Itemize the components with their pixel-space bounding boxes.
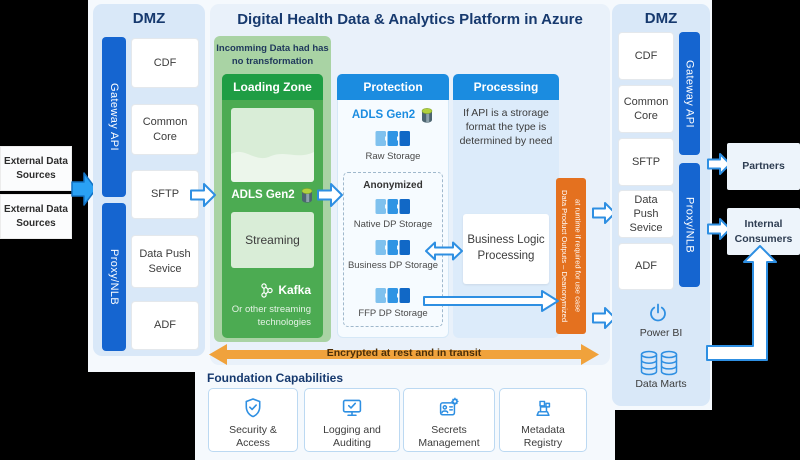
foundation-box-secrets: Secrets Management — [403, 388, 495, 452]
wave-icon — [231, 151, 314, 182]
dmz-left-box-adf: ADF — [131, 301, 199, 350]
data-product-outputs-bar: Data Product Outputs – Deanonymized at r… — [556, 178, 586, 334]
gateway-api-bar-right: Gateway API — [679, 32, 700, 155]
loading-zone-note: Incomming Data had has no transformation — [216, 43, 329, 67]
native-dp-storage-label: Native DP Storage — [353, 219, 433, 230]
external-data-source-label: External Data Sources — [4, 203, 68, 229]
dmz-right-box-adf: ADF — [618, 243, 674, 290]
adls-gen2-label: ADLS Gen2 — [351, 109, 416, 121]
foundation-box-metadata: Metadata Registry — [499, 388, 587, 452]
kafka-label: Kafka — [278, 283, 311, 297]
dmz-left-box-cdf: CDF — [131, 38, 199, 88]
flow-arrow-outputs-to-dmz-top — [592, 202, 616, 224]
power-bi-label: Power BI — [639, 327, 683, 339]
monitor-check-icon — [342, 399, 362, 417]
double-arrow-protection-processing — [425, 241, 463, 261]
data-marts-label: Data Marts — [635, 378, 687, 390]
data-marts-icon — [640, 350, 678, 376]
adls-gen2-row-protection: ADLS Gen2 — [337, 106, 449, 124]
page-title: Digital Health Data & Analytics Platform… — [237, 11, 583, 28]
encryption-arrow — [209, 344, 599, 365]
flow-arrow-outputs-to-powerbi — [592, 307, 616, 329]
kafka-row: Kafka — [222, 281, 317, 299]
streaming-box: Streaming — [231, 212, 314, 268]
foundation-label: Metadata Registry — [521, 423, 565, 450]
business-logic-box: Business Logic Processing — [463, 214, 549, 284]
storage-icon — [375, 199, 410, 214]
business-dp-storage-label: Business DP Storage — [347, 260, 439, 271]
flow-arrow-to-partners — [707, 153, 731, 175]
foundation-title: Foundation Capabilities — [207, 371, 344, 385]
anonymized-label: Anonymized — [363, 180, 423, 191]
foundation-label: Security & Access — [229, 423, 277, 450]
ffp-dp-storage-label: FFP DP Storage — [358, 308, 428, 319]
adls-gen2-label: ADLS Gen2 — [231, 189, 295, 201]
partners-box: Partners — [727, 143, 800, 190]
flow-arrow-dmz-to-platform — [190, 183, 216, 207]
foundation-label: Secrets Management — [418, 423, 480, 450]
proxy-nlb-bar-right: Proxy/NLB — [679, 163, 700, 287]
dmz-right-box-cdf: CDF — [618, 32, 674, 80]
proxy-nlb-bar-left: Proxy/NLB — [102, 203, 126, 351]
data-product-outputs-text: Data Product Outputs – Deanonymized at r… — [560, 189, 583, 323]
storage-icon — [375, 240, 410, 255]
external-data-source-box-1: External Data Sources — [0, 146, 72, 191]
flow-arrow-to-internal — [707, 218, 731, 240]
proxy-nlb-label: Proxy/NLB — [108, 248, 120, 306]
external-data-source-box-2: External Data Sources — [0, 194, 72, 239]
shield-check-icon — [245, 398, 261, 418]
power-icon — [650, 303, 666, 322]
database-cylinder-icon — [421, 107, 433, 123]
encryption-label: Encrypted at rest and in transit — [326, 347, 482, 359]
blocks-icon — [536, 400, 551, 417]
processing-note: If API is a strorage format the type is … — [459, 107, 553, 148]
kafka-icon — [261, 282, 274, 298]
id-badge-gear-icon — [439, 397, 459, 416]
adls-gen2-row-loading: ADLS Gen2 — [222, 186, 323, 204]
protection-header: Protection — [337, 74, 449, 100]
gateway-api-label: Gateway API — [683, 59, 696, 128]
streaming-alt-note: Or other streaming technologies — [231, 304, 311, 329]
foundation-box-security: Security & Access — [208, 388, 298, 452]
raw-storage-label: Raw Storage — [365, 151, 421, 162]
storage-icon — [375, 288, 410, 303]
flow-arrow-loading-to-protection — [317, 183, 343, 207]
loading-zone-header: Loading Zone — [222, 74, 323, 100]
dmz-right-box-common-core: Common Core — [618, 85, 674, 133]
dmz-right-box-data-push: Data Push Sevice — [618, 190, 674, 238]
external-data-source-label: External Data Sources — [4, 155, 68, 181]
proxy-nlb-label: Proxy/NLB — [683, 196, 696, 254]
dmz-right-title: DMZ — [644, 10, 678, 27]
storage-icon — [375, 131, 410, 146]
internal-consumers-box: Internal Consumers — [727, 208, 800, 255]
l-arrow-datamarts-to-internal — [706, 245, 777, 361]
foundation-label: Logging and Auditing — [323, 423, 381, 450]
database-cylinder-icon — [301, 187, 312, 203]
dmz-right-box-sftp: SFTP — [618, 138, 674, 186]
streaming-label: Streaming — [245, 233, 300, 247]
foundation-box-logging: Logging and Auditing — [304, 388, 400, 452]
long-arrow-ffp-to-outputs — [423, 290, 559, 312]
dmz-left-box-common-core: Common Core — [131, 104, 199, 155]
gateway-api-label: Gateway API — [108, 83, 120, 151]
gateway-api-bar-left: Gateway API — [102, 37, 126, 197]
adls-lake-box — [231, 108, 314, 182]
processing-header: Processing — [453, 74, 559, 100]
dmz-left-title: DMZ — [132, 10, 166, 27]
solid-right-arrow-icon — [71, 172, 97, 206]
dmz-left-box-data-push: Data Push Sevice — [131, 235, 199, 288]
